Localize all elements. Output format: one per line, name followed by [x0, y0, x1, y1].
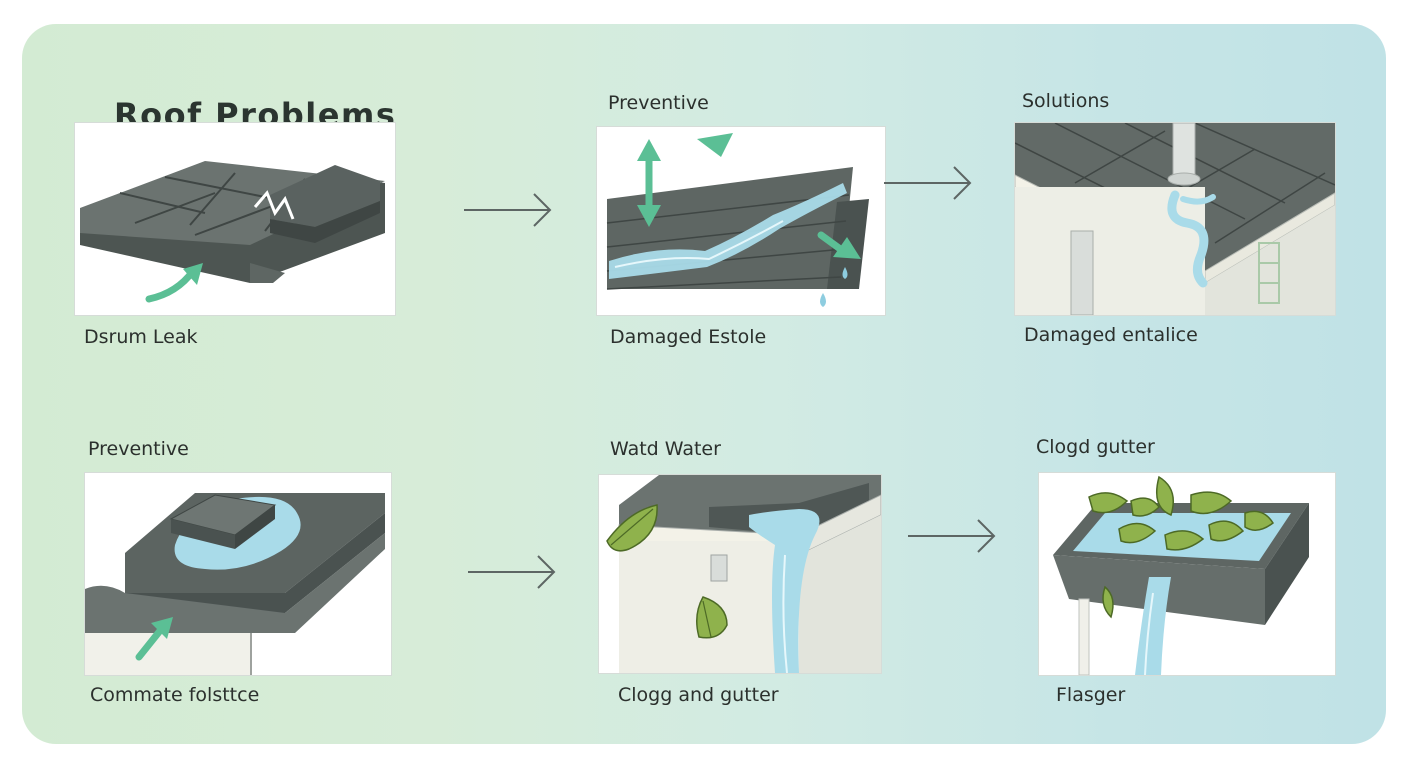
panel-flat-roof-pooling — [84, 472, 392, 676]
panel-1-caption: Dsrum Leak — [84, 326, 198, 348]
infographic-card: Roof Problems Dsrum Leak Pre — [22, 24, 1386, 744]
flat-roof-illustration — [85, 493, 385, 675]
panel-6-caption: Flasger — [1056, 684, 1126, 706]
panel-2-caption: Damaged Estole — [610, 326, 767, 348]
panel-leaf-clogged-gutter — [1038, 472, 1336, 676]
flow-arrow-3 — [468, 555, 556, 589]
panel-6-heading: Clogd gutter — [1036, 436, 1155, 458]
panel-overflowing-gutter — [598, 474, 882, 674]
flow-arrow-2 — [884, 166, 972, 200]
flow-arrow-4 — [908, 519, 996, 553]
leaf-clogged-gutter-illustration — [1053, 475, 1309, 675]
panel-3-heading: Solutions — [1022, 90, 1110, 112]
panel-shingles-water-flow — [596, 126, 886, 316]
broken-shingles-illustration — [80, 161, 385, 303]
roof-downspout-illustration — [1015, 123, 1335, 315]
panel-4-heading: Preventive — [88, 438, 189, 460]
panel-broken-shingles — [74, 122, 396, 316]
panel-3-caption: Damaged entalice — [1024, 324, 1198, 346]
panel-2-heading: Preventive — [608, 92, 709, 114]
shingles-water-illustration — [606, 133, 869, 307]
panel-5-caption: Clogg and gutter — [618, 684, 779, 706]
panel-4-caption: Commate folsttce — [90, 684, 260, 706]
overflowing-gutter-illustration — [606, 475, 881, 673]
panel-roof-downspout-leak — [1014, 122, 1336, 316]
panel-5-heading: Watd Water — [610, 438, 721, 460]
flow-arrow-1 — [464, 193, 552, 227]
